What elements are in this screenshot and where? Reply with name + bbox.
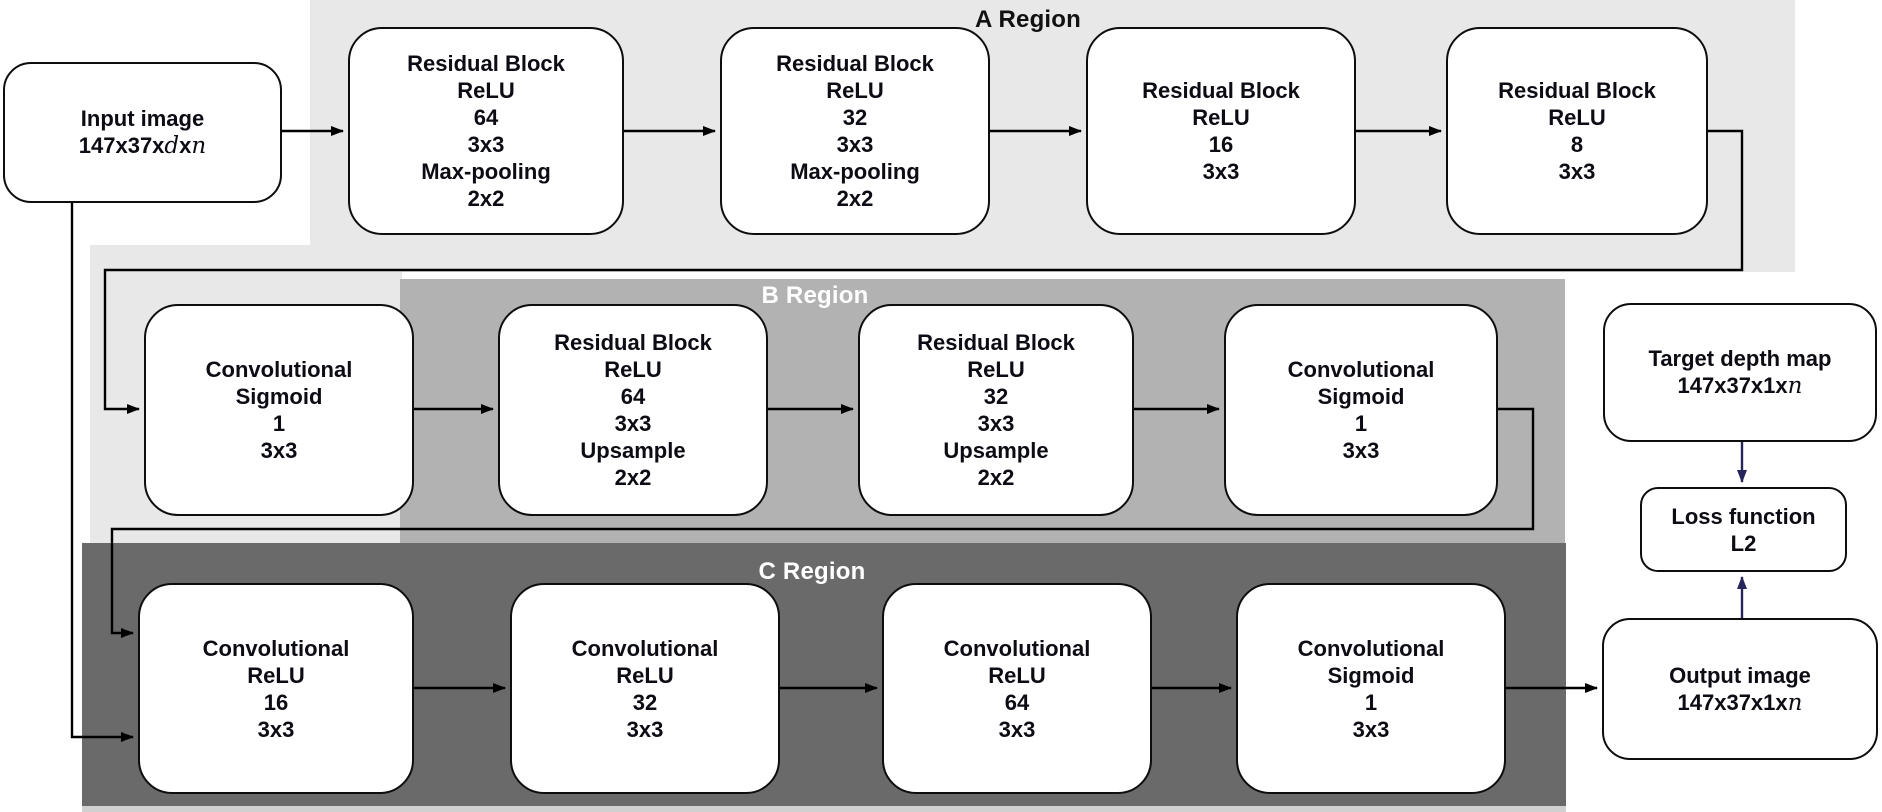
block-text-line: 3x3 xyxy=(836,132,874,157)
block-text-line: Convolutional xyxy=(1287,357,1435,382)
block-text-line: 2x2 xyxy=(467,186,505,211)
block-text-line: Sigmoid xyxy=(1327,662,1415,688)
block-dimensions: 147x37x1xn xyxy=(1677,689,1803,716)
block-text-line: Residual Block xyxy=(917,330,1075,355)
block-text-line: ReLU xyxy=(616,662,674,688)
block-text-line: Upsample xyxy=(580,438,686,463)
block-text-line: ReLU xyxy=(967,357,1025,382)
block-text-line: ReLU xyxy=(604,357,662,382)
block-text-line: 3x3 xyxy=(998,716,1036,742)
block-input-image: Input image 147x37xdxn xyxy=(3,62,282,203)
block-text-line: 32 xyxy=(842,105,868,130)
block-text-line: Residual Block xyxy=(1498,78,1656,103)
block-text-line: ReLU xyxy=(247,662,305,688)
block-target-depth-map: Target depth map 147x37x1xn xyxy=(1603,303,1877,442)
block-text-line: L2 xyxy=(1730,530,1757,556)
block-text-line: 32 xyxy=(983,384,1009,409)
block-text-line: Residual Block xyxy=(554,330,712,355)
block-text-line: Convolutional xyxy=(571,635,719,661)
block-text-line: Residual Block xyxy=(407,51,565,76)
block-text-line: 64 xyxy=(620,384,646,409)
block-dimensions: 147x37xdxn xyxy=(78,133,207,159)
block-text-line: Convolutional xyxy=(202,635,350,661)
block-text-line: 3x3 xyxy=(260,438,298,463)
block-text-line: Residual Block xyxy=(776,51,934,76)
block-text-line: ReLU xyxy=(1192,105,1250,130)
block-text-line: Sigmoid xyxy=(235,384,323,409)
block-text-line: ReLU xyxy=(457,78,515,103)
block-text-line: 64 xyxy=(1004,689,1030,715)
block-text-line: Sigmoid xyxy=(1317,384,1405,409)
block-text-line: 16 xyxy=(1208,132,1234,157)
block-text-line: Loss function xyxy=(1671,503,1816,529)
block-text-line: 16 xyxy=(263,689,289,715)
block-text-line: Convolutional xyxy=(1297,635,1445,661)
block-text-line: ReLU xyxy=(1548,105,1606,130)
block-text-line: 3x3 xyxy=(1352,716,1390,742)
block-text-line: Max-pooling xyxy=(421,159,551,184)
block-text-line: 3x3 xyxy=(977,411,1015,436)
block-text-line: 3x3 xyxy=(614,411,652,436)
block-text-line: Max-pooling xyxy=(790,159,920,184)
block-output-image: Output image 147x37x1xn xyxy=(1602,618,1878,760)
block-text-line: 1 xyxy=(1354,411,1368,436)
block-text-line: 1 xyxy=(1364,689,1378,715)
block-text-line: 2x2 xyxy=(614,465,652,490)
block-text-line: ReLU xyxy=(826,78,884,103)
block-text-line: 64 xyxy=(473,105,499,130)
region-c-label: C Region xyxy=(758,558,866,585)
region-a-label: A Region xyxy=(974,6,1082,33)
block-dimensions: 147x37x1xn xyxy=(1677,373,1803,399)
block-text-line: 3x3 xyxy=(467,132,505,157)
block-text-line: 1 xyxy=(272,411,286,436)
block-text-line: 3x3 xyxy=(1558,159,1596,184)
block-text-line: 32 xyxy=(632,689,658,715)
block-title: Input image xyxy=(80,106,205,131)
block-text-line: 8 xyxy=(1570,132,1584,157)
block-text-line: 3x3 xyxy=(257,716,295,742)
region-c-bottom-strip xyxy=(82,806,1566,812)
block-title: Output image xyxy=(1669,662,1811,688)
block-title: Target depth map xyxy=(1648,346,1832,371)
block-text-line: Residual Block xyxy=(1142,78,1300,103)
block-text-line: 3x3 xyxy=(1202,159,1240,184)
block-text-line: Convolutional xyxy=(943,635,1091,661)
region-b-label: B Region xyxy=(761,282,869,309)
block-text-line: 2x2 xyxy=(977,465,1015,490)
block-text-line: 2x2 xyxy=(836,186,874,211)
block-text-line: Convolutional xyxy=(205,357,353,382)
block-text-line: 3x3 xyxy=(1342,438,1380,463)
block-text-line: 3x3 xyxy=(626,716,664,742)
block-text-line: ReLU xyxy=(988,662,1046,688)
block-text-line: Upsample xyxy=(943,438,1049,463)
